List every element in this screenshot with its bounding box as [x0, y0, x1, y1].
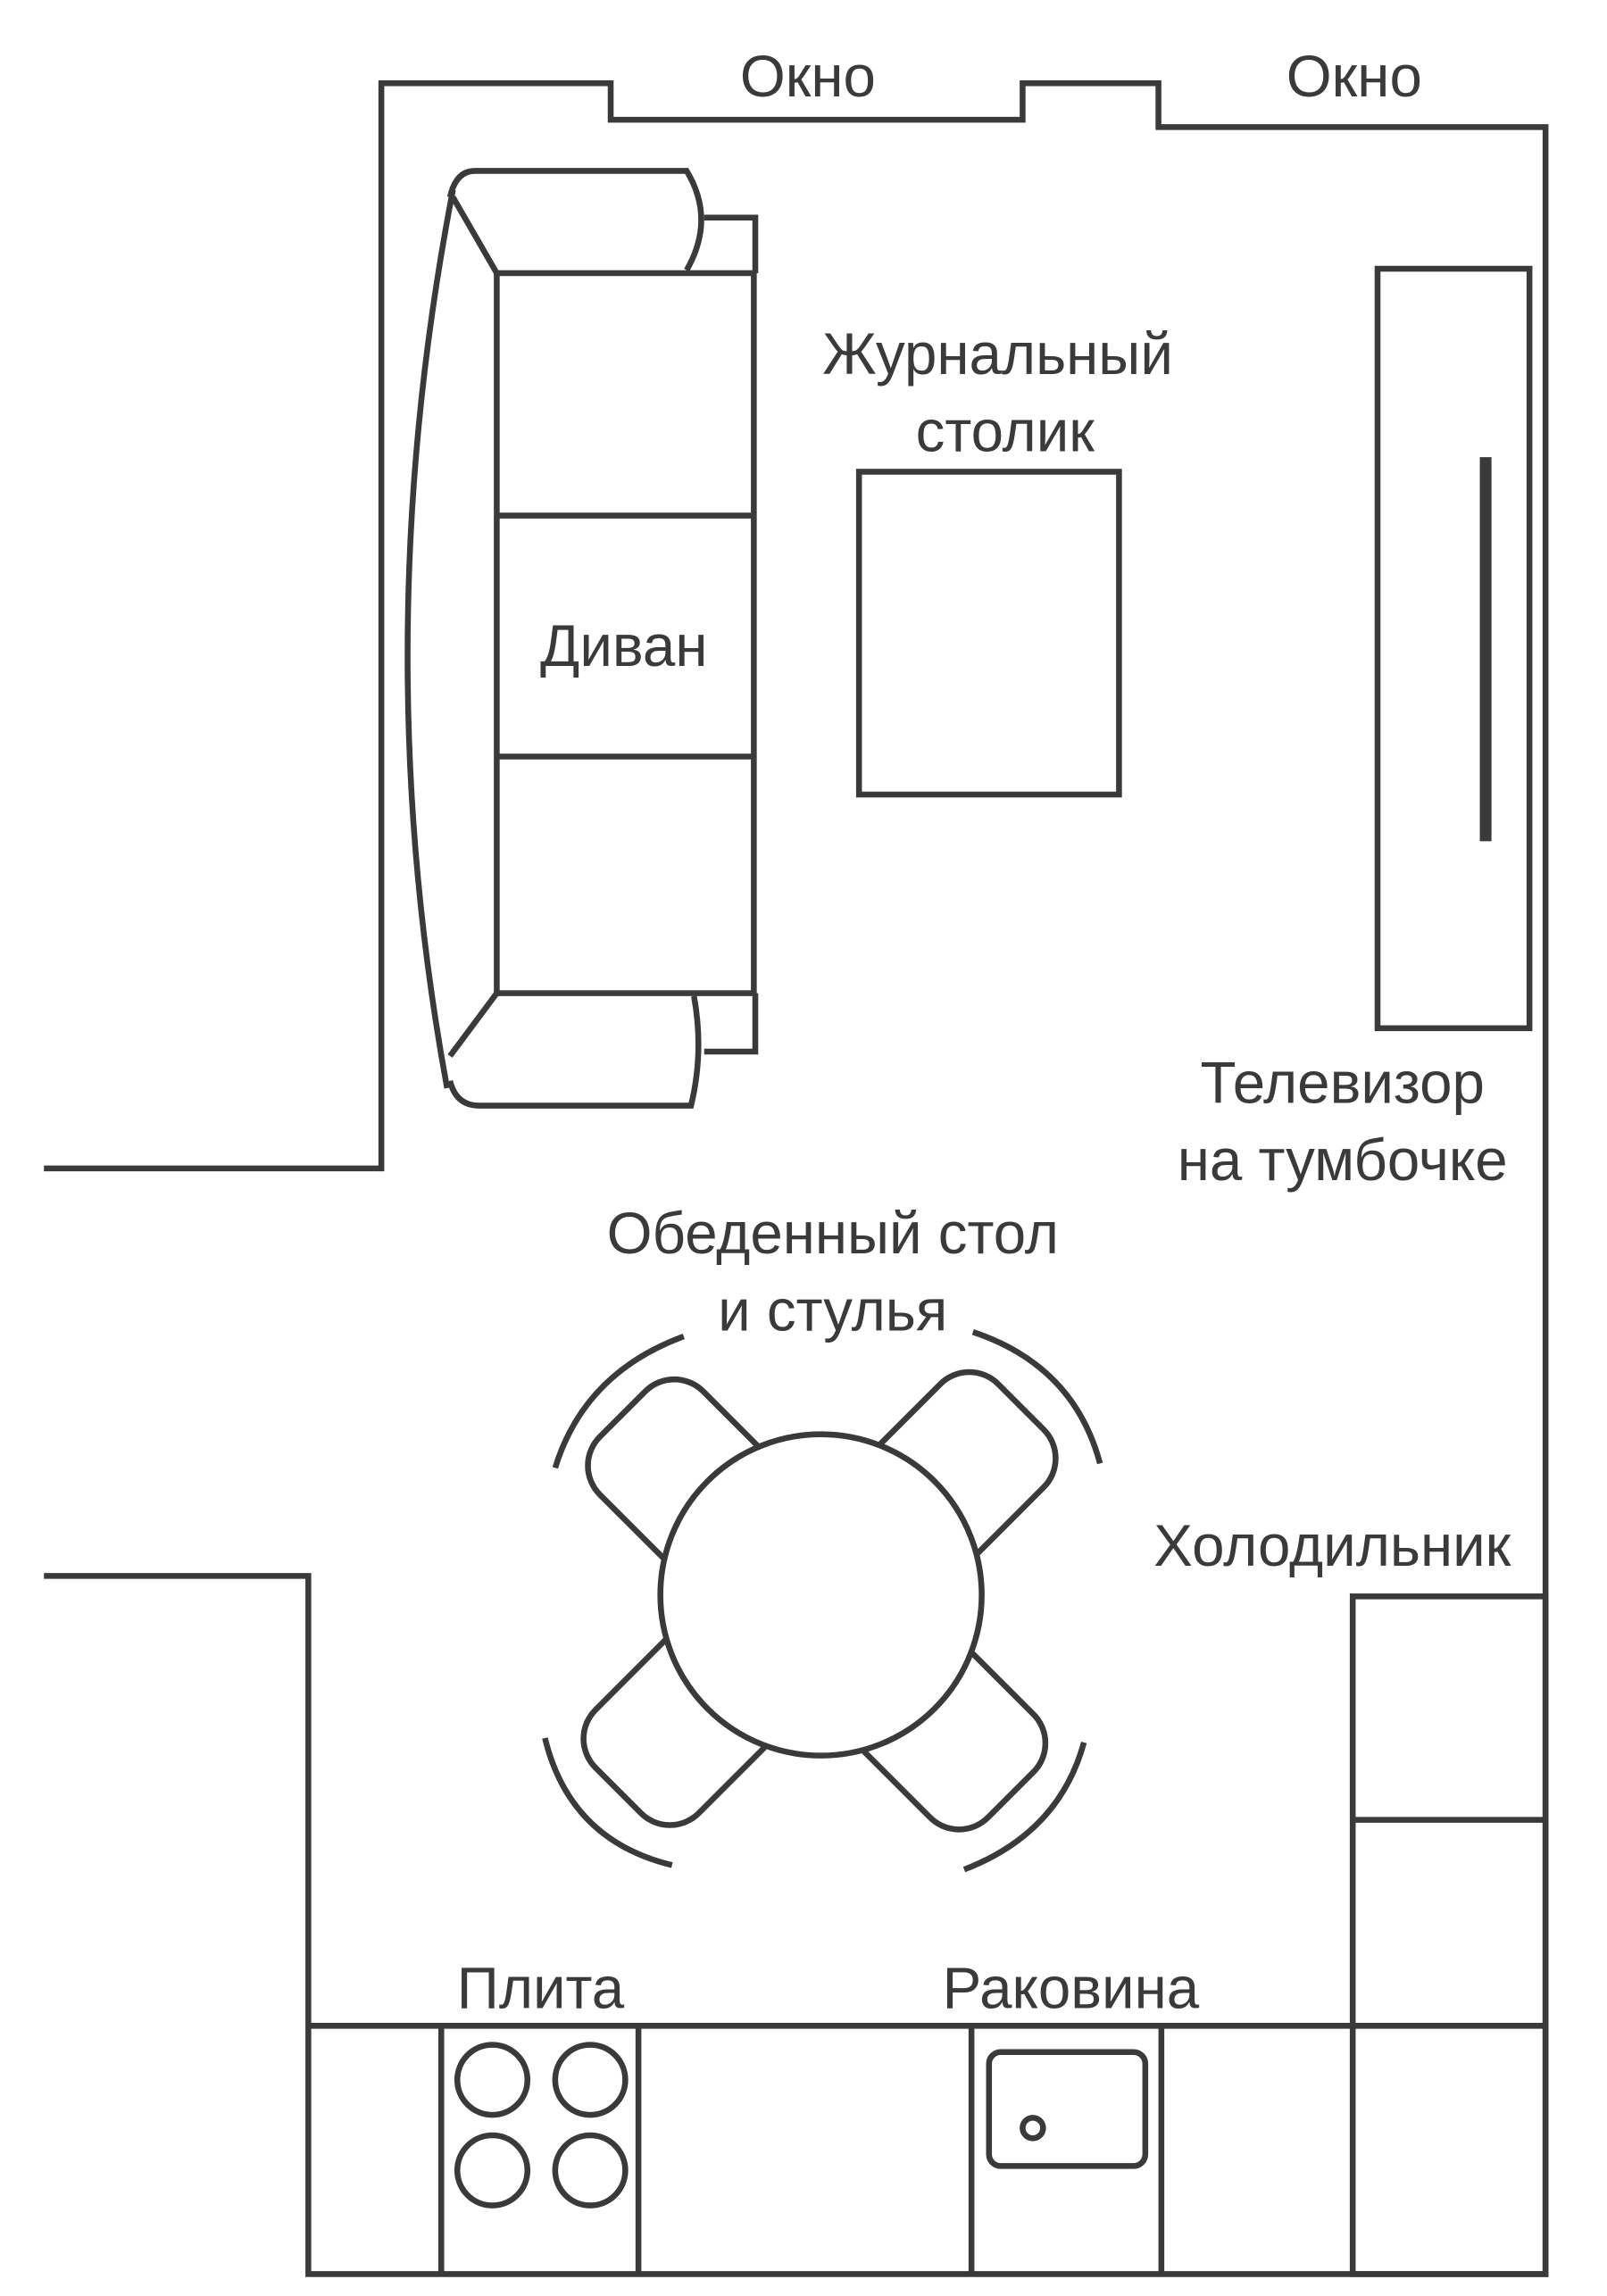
- label-window-1: Окно: [740, 44, 876, 109]
- stove: [454, 2042, 629, 2209]
- label-tv-1: Телевизор: [1200, 1050, 1484, 1115]
- label-coffee-table-2: столик: [916, 399, 1095, 464]
- kitchen-counter: [308, 2023, 1546, 2275]
- label-dining-1: Обеденный стол: [607, 1201, 1059, 1266]
- fridge: [1349, 1593, 1549, 2277]
- label-sofa: Диван: [540, 613, 707, 678]
- burner: [552, 2132, 629, 2209]
- label-tv-2: на тумбочке: [1178, 1127, 1508, 1193]
- label-stove: Плита: [457, 1956, 625, 2021]
- sofa: [404, 168, 759, 1109]
- room-walls: [44, 79, 1549, 2277]
- label-coffee-table-1: Журнальный: [822, 321, 1173, 387]
- label-window-2: Окно: [1286, 44, 1422, 109]
- burner: [454, 2042, 531, 2118]
- burner: [454, 2132, 531, 2209]
- dining-set: [542, 1329, 1103, 1873]
- dining-table: [657, 1431, 985, 1759]
- label-sink: Раковина: [943, 1956, 1200, 2021]
- drain: [1020, 2115, 1046, 2142]
- tv-stand: [1374, 265, 1533, 1032]
- label-dining-2: и стулья: [718, 1278, 947, 1343]
- burner: [552, 2042, 629, 2118]
- coffee-table: [855, 469, 1122, 798]
- label-fridge: Холодильник: [1153, 1513, 1511, 1578]
- sink: [986, 2049, 1149, 2169]
